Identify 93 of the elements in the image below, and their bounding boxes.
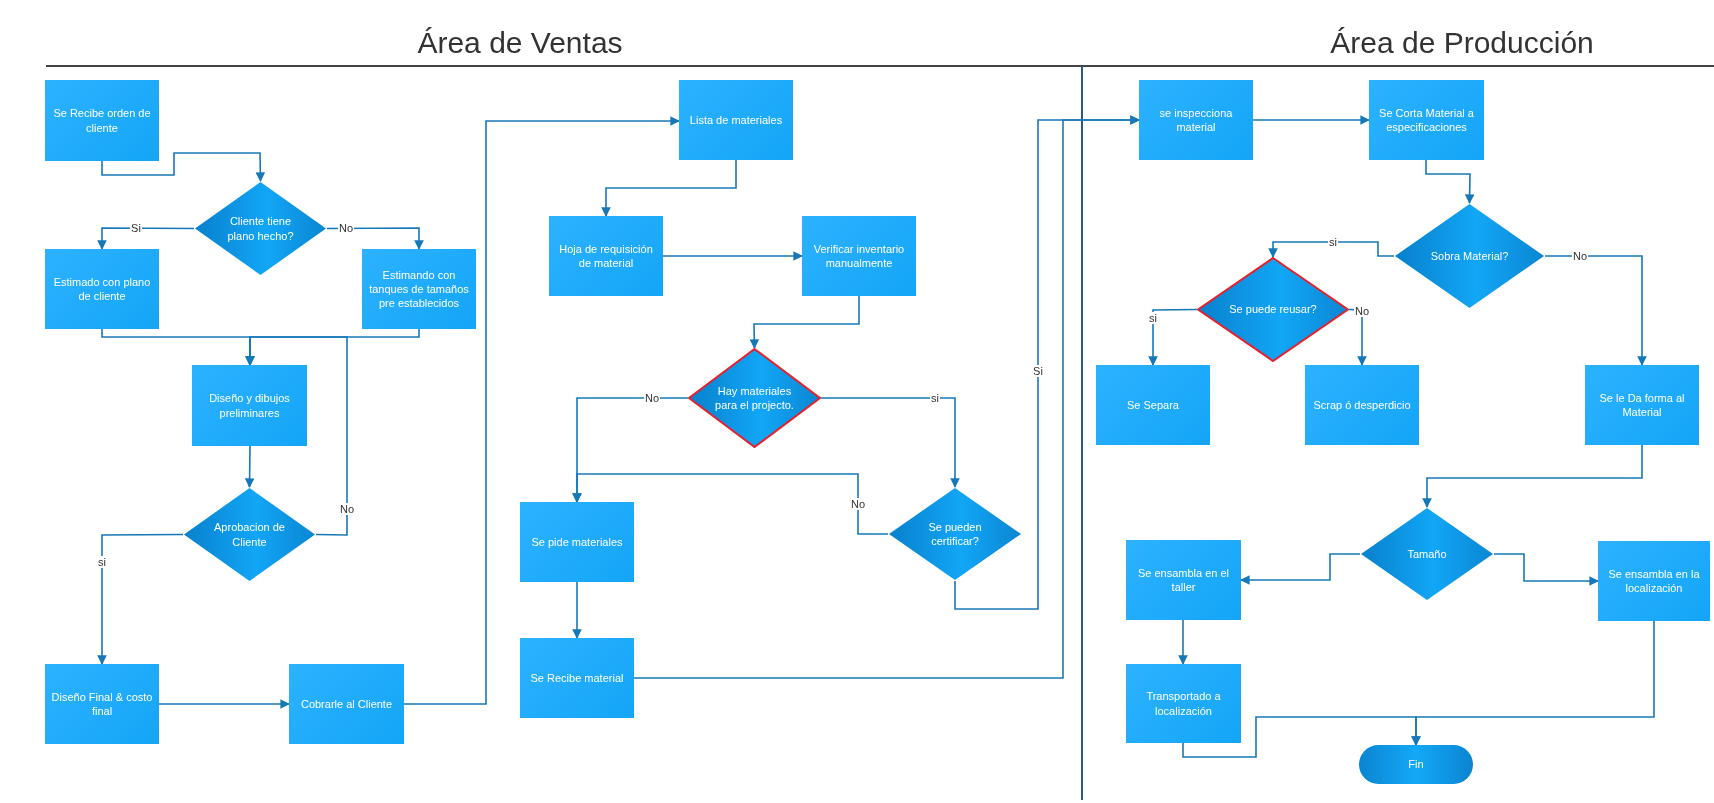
decision-diamond	[1197, 257, 1349, 362]
step-text: Tamaño	[1407, 546, 1447, 562]
step-text: Estimado con plano de cliente	[52, 274, 152, 304]
step-text: Se puede reusar?	[1229, 302, 1317, 317]
arrow	[158, 699, 290, 709]
step-text: Se Separa	[1126, 397, 1180, 413]
step-text: Se Recibe material	[529, 670, 625, 686]
arrow	[1240, 553, 1361, 585]
edge-label: No	[643, 391, 661, 405]
step-text: Se ensambla en la localización	[1607, 566, 1701, 596]
step-text: Se pide materiales	[530, 534, 624, 550]
edge-label: No	[1571, 249, 1589, 263]
process-box	[520, 638, 634, 718]
arrow	[572, 581, 582, 639]
step-text: Se le Da forma al Material	[1598, 390, 1686, 420]
decision-diamond	[688, 348, 821, 448]
edge-label: No	[849, 497, 867, 511]
process-box	[289, 664, 404, 744]
process-box	[1585, 365, 1699, 445]
arrow	[1422, 444, 1643, 508]
arrow	[1425, 159, 1475, 204]
decision-diamond	[1394, 203, 1545, 309]
edge-label: si	[1148, 311, 1158, 325]
process-box	[679, 80, 793, 160]
edge-label: si	[1328, 235, 1338, 249]
arrow	[633, 115, 1140, 679]
process-box	[1126, 540, 1241, 620]
process-box	[1126, 664, 1241, 743]
step-text: Sobra Material?	[1430, 248, 1509, 264]
step-text: Transportado a localización	[1145, 689, 1222, 718]
process-box	[1305, 365, 1419, 445]
lane-title: Área de Producción	[1330, 26, 1594, 60]
edge-label: Si	[1032, 364, 1044, 378]
process-box	[802, 216, 916, 296]
arrow	[1544, 255, 1647, 366]
process-box	[1369, 80, 1484, 160]
lane-title: Área de Ventas	[417, 26, 623, 60]
step-text: Aprobacion de Cliente	[213, 520, 286, 549]
decision-diamond	[1360, 507, 1494, 601]
process-box	[549, 216, 663, 296]
step-text: Hay materiales para el projecto.	[714, 383, 795, 413]
arrow	[97, 533, 184, 665]
step-text: Estimando con tanques de tamaños pre establecidos	[368, 267, 470, 311]
step-text: Se pueden certificar?	[927, 519, 983, 549]
process-box	[1096, 365, 1210, 445]
decision-diamond	[183, 487, 316, 582]
arrow	[820, 397, 960, 488]
step-text: Hoja de requisición de material	[558, 241, 654, 271]
arrow	[1148, 308, 1198, 366]
arrow	[749, 295, 860, 349]
step-text: Fin	[1408, 757, 1424, 772]
process-box	[45, 664, 159, 744]
decision-diamond	[888, 487, 1022, 581]
edge-label: No	[337, 221, 355, 235]
arrow	[97, 227, 195, 250]
step-text: Se ensambla en el taller	[1136, 565, 1231, 595]
process-box	[192, 365, 307, 446]
step-text: Scrap ó desperdicio	[1312, 397, 1412, 413]
step-text: Diseño Final & costo final	[50, 689, 154, 719]
arrow	[245, 336, 348, 536]
edge-label: No	[338, 502, 356, 516]
arrow	[244, 445, 255, 488]
arrow	[1493, 553, 1599, 586]
arrow	[601, 159, 737, 217]
arrow	[1178, 619, 1188, 665]
process-box	[362, 249, 476, 329]
arrow	[1252, 115, 1370, 125]
process-box	[45, 249, 159, 329]
arrow	[1268, 241, 1395, 258]
step-text: Diseño y dibujos preliminares	[208, 391, 291, 420]
process-box	[45, 80, 159, 161]
edge-label: Si	[130, 221, 142, 235]
terminator-pill	[1359, 745, 1473, 784]
arrow	[101, 152, 266, 182]
arrow	[662, 251, 803, 261]
step-text: Se Recibe orden de cliente	[52, 106, 152, 135]
decision-diamond	[194, 181, 327, 276]
edge-label: si	[930, 391, 940, 405]
arrow	[403, 116, 680, 705]
step-text: Verificar inventario manualmente	[812, 241, 906, 271]
arrow	[326, 227, 424, 250]
arrow	[1411, 620, 1655, 746]
step-text: Cliente tiene plano hecho?	[226, 214, 295, 243]
step-text: Lista de materiales	[688, 112, 784, 128]
step-text: Cobrarle al Cliente	[299, 696, 394, 712]
edge-label: No	[1353, 304, 1371, 318]
arrow	[572, 473, 889, 535]
step-text: se inspecciona material	[1158, 105, 1234, 135]
edge-label: si	[97, 555, 107, 569]
process-box	[1598, 541, 1710, 621]
process-box	[520, 502, 634, 582]
process-box	[1139, 80, 1253, 160]
step-text: Se Corta Material a especificaciones	[1378, 105, 1475, 135]
